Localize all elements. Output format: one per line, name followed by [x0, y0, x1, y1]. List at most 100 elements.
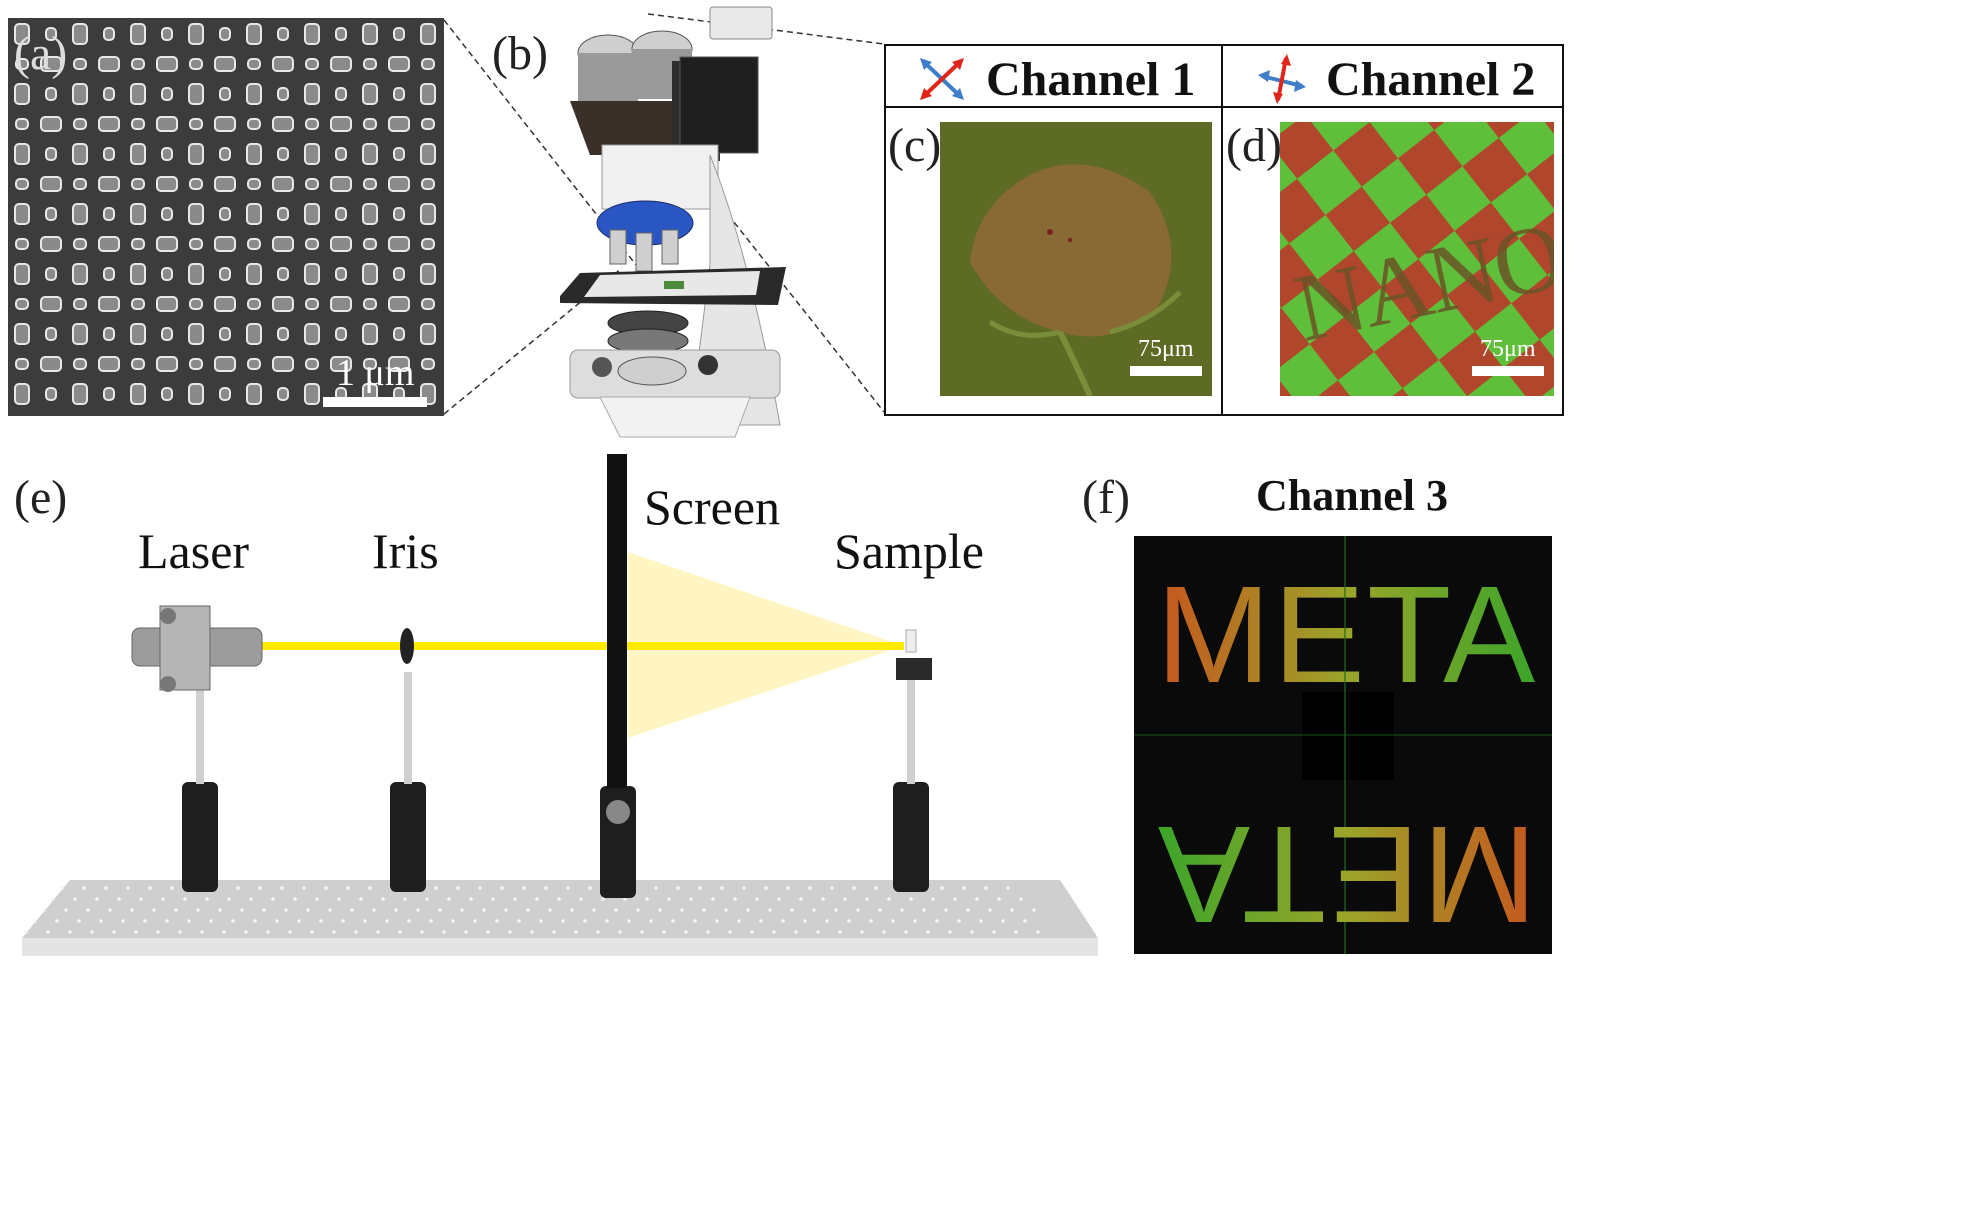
nanopillar — [304, 83, 320, 105]
nanopillar — [388, 176, 410, 192]
checker-cell — [1289, 214, 1354, 280]
nanopillar — [304, 263, 320, 285]
nanopillar — [335, 87, 347, 101]
nanopillar — [335, 207, 347, 221]
table-hole — [544, 886, 548, 890]
table-hole — [706, 930, 710, 934]
checker-cell — [1527, 145, 1554, 211]
nanopillar — [362, 83, 378, 105]
nanopillar-array — [14, 23, 436, 405]
table-hole — [1032, 908, 1036, 912]
nanopillar — [363, 178, 377, 190]
table-hole — [156, 930, 160, 934]
nanopillar — [219, 387, 231, 401]
table-hole — [275, 919, 279, 923]
table-hole — [284, 908, 288, 912]
nanopillar — [188, 263, 204, 285]
table-hole — [922, 908, 926, 912]
table-hole — [42, 908, 46, 912]
table-hole — [781, 919, 785, 923]
table-hole — [429, 919, 433, 923]
nanopillar — [188, 383, 204, 405]
table-hole — [95, 897, 99, 901]
checker-cell — [1462, 137, 1528, 203]
table-hole — [363, 919, 367, 923]
nanopillar — [73, 358, 87, 370]
nanopillar — [131, 298, 145, 310]
table-hole — [689, 897, 693, 901]
table-hole — [398, 930, 402, 934]
table-hole — [258, 886, 262, 890]
table-hole — [596, 930, 600, 934]
table-hole — [869, 919, 873, 923]
table-hole — [856, 908, 860, 912]
table-hole — [693, 919, 697, 923]
nanopillar — [189, 298, 203, 310]
table-hole — [90, 930, 94, 934]
table-hole — [790, 908, 794, 912]
nanopillar — [247, 238, 261, 250]
nanopillar — [161, 387, 173, 401]
nanopillar — [14, 83, 30, 105]
table-hole — [605, 919, 609, 923]
nanopillar — [363, 298, 377, 310]
checker-cell — [1531, 375, 1554, 396]
table-hole — [724, 908, 728, 912]
table-hole — [77, 919, 81, 923]
channel-3-image: META META — [1134, 536, 1552, 954]
nanopillar — [393, 27, 405, 41]
table-hole — [1019, 897, 1023, 901]
nanopillar — [98, 236, 120, 252]
nanopillar — [330, 356, 352, 372]
axis-line-vertical — [1344, 536, 1346, 954]
table-hole — [557, 897, 561, 901]
nanopillar — [219, 207, 231, 221]
nanopillar — [131, 118, 145, 130]
nanopillar — [246, 83, 262, 105]
table-hole — [407, 919, 411, 923]
table-hole — [372, 908, 376, 912]
table-hole — [447, 897, 451, 901]
nanopillar — [272, 116, 294, 132]
nanopillar — [156, 296, 178, 312]
screen-icon — [607, 454, 627, 788]
checker-cell — [1280, 307, 1310, 373]
panel-label-f: (f) — [1082, 471, 1130, 524]
table-hole — [324, 886, 328, 890]
panel-label-d: (d) — [1226, 119, 1282, 172]
nanopillar — [330, 236, 352, 252]
table-hole — [60, 886, 64, 890]
table-hole — [500, 886, 504, 890]
table-hole — [860, 930, 864, 934]
nanopillar — [277, 207, 289, 221]
table-hole — [957, 919, 961, 923]
nanopillar — [130, 23, 146, 45]
table-hole — [209, 919, 213, 923]
checker-cell — [1309, 315, 1375, 381]
checker-cell — [1434, 122, 1499, 167]
nanopillar — [305, 298, 319, 310]
axis-line-horizontal — [1134, 734, 1552, 736]
nanopillar — [277, 87, 289, 101]
nanopillar — [156, 116, 178, 132]
checkerboard-hologram — [1280, 122, 1554, 396]
checker-cell — [1398, 130, 1463, 195]
nanopillar — [45, 147, 57, 161]
checker-cell — [1280, 122, 1306, 143]
nanopillar — [219, 327, 231, 341]
nanopillar — [45, 27, 57, 41]
nanopillar — [189, 358, 203, 370]
table-hole — [442, 930, 446, 934]
nanopillar — [14, 143, 30, 165]
table-hole — [865, 897, 869, 901]
nanopillar — [305, 358, 319, 370]
table-hole — [1023, 919, 1027, 923]
table-hole — [755, 897, 759, 901]
table-hole — [508, 930, 512, 934]
table-hole — [482, 908, 486, 912]
table-hole — [948, 930, 952, 934]
table-hole — [887, 897, 891, 901]
table-hole — [962, 886, 966, 890]
table-hole — [874, 886, 878, 890]
channel-1-title: Channel 1 — [986, 53, 1196, 106]
